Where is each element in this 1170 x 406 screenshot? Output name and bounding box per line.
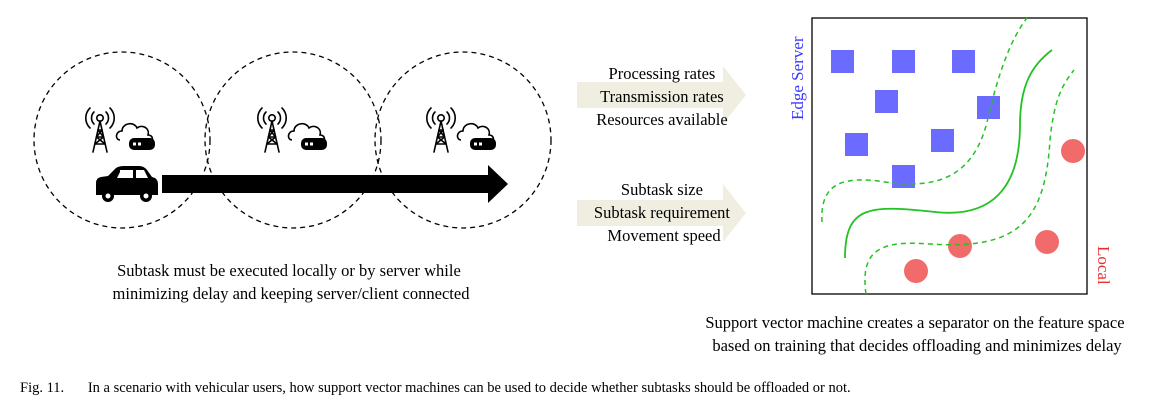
svg-text:Processing rates Transmiss: Processing rates Transmission rates Reso… [594,64,734,245]
local-sample [1035,230,1059,254]
feature-transmission-rates: Transmission rates [600,87,724,106]
edge-server-label: Edge Server [788,36,807,120]
feature-subtask-size: Subtask size [621,180,703,199]
car-icon [96,166,158,202]
figure-caption: Fig. 11. In a scenario with vehicular us… [20,380,851,397]
local-sample [1061,139,1085,163]
local-samples [904,139,1085,283]
radio-tower-icon [425,107,497,153]
svm-description-line-1: Support vector machine creates a separat… [705,313,1124,332]
coverage-circle-3 [374,51,552,229]
feature-processing-rates: Processing rates [609,64,716,83]
feature-arrow-2 [577,184,746,242]
coverage-circle-1 [33,51,211,229]
left-description-line-2: minimizing delay and keeping server/clie… [113,284,471,303]
direction-arrow [162,165,508,203]
feature-subtask-requirement: Subtask requirement [594,203,731,222]
edge-server-samples [831,50,1000,188]
svg-text:Subtask must be executed local: Subtask must be executed locally or by s… [113,261,471,303]
radio-tower-icon [84,107,156,153]
local-sample [904,259,928,283]
local-label: Local [1094,246,1113,285]
figure-number: Fig. 11. [20,380,65,396]
feature-movement-speed: Movement speed [607,226,721,245]
svm-description-line-2: based on training that decides offloadin… [712,336,1122,355]
svg-text:Support vector machine creates: Support vector machine creates a separat… [705,313,1128,355]
edge-sample [952,50,975,73]
figure-caption-text: In a scenario with vehicular users, how … [87,380,851,396]
edge-sample [892,165,915,188]
svm-margin-lower [864,69,1075,295]
edge-sample [892,50,915,73]
edge-sample [845,133,868,156]
edge-sample [831,50,854,73]
coverage-circle-2 [204,51,382,229]
edge-sample [977,96,1000,119]
edge-sample [931,129,954,152]
edge-sample [875,90,898,113]
radio-tower-icon [256,107,328,153]
feature-arrow-1 [577,66,746,124]
local-sample [948,234,972,258]
svm-separator [844,49,1053,259]
left-description-line-1: Subtask must be executed locally or by s… [117,261,461,280]
feature-resources-available: Resources available [596,110,727,129]
